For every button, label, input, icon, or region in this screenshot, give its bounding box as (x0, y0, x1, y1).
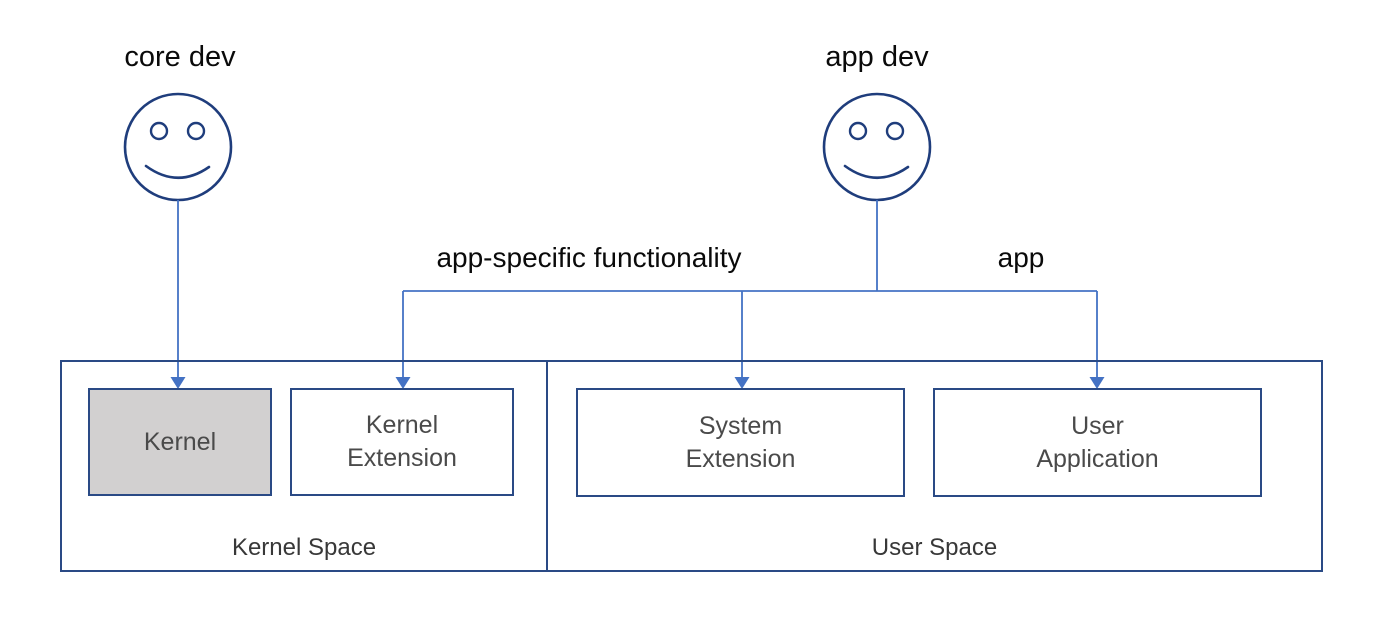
kernel-extension-box: Kernel Extension (290, 388, 514, 496)
kernel-box: Kernel (88, 388, 272, 496)
user-space-container: System Extension User Application User S… (548, 360, 1323, 572)
system-extension-box: System Extension (576, 388, 905, 497)
core-dev-smiley-face-icon (123, 92, 233, 202)
kernel-extension-box-label: Kernel Extension (347, 411, 457, 472)
app-dev-label: app dev (825, 41, 929, 73)
user-application-box: User Application (933, 388, 1262, 497)
app-edge-label: app (997, 242, 1045, 273)
connector-lines (177, 200, 1098, 378)
user-application-box-label: User Application (1036, 411, 1159, 473)
kernel-space-container: Kernel Kernel Extension Kernel Space (60, 360, 548, 572)
kernel-space-label: Kernel Space (231, 534, 377, 561)
app-dev-smiley-face-icon (822, 92, 932, 202)
user-space-label: User Space (871, 534, 998, 561)
system-extension-box-label: System Extension (685, 411, 796, 473)
core-dev-label: core dev (124, 41, 236, 73)
kernel-box-label: Kernel (143, 427, 217, 456)
app-specific-functionality-label: app-specific functionality (436, 242, 742, 273)
